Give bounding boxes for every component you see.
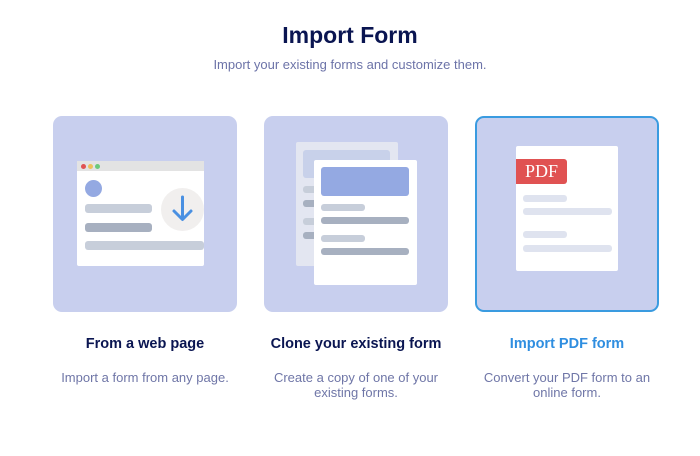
clone-form-option-title[interactable]: Clone your existing form	[270, 336, 442, 352]
browser-download-icon	[77, 161, 204, 266]
web-page-option-title[interactable]: From a web page	[85, 336, 205, 352]
pdf-form-option-title[interactable]: Import PDF form	[509, 336, 625, 352]
pdf-form-option-description: Convert your PDF form to an online form.	[483, 370, 651, 400]
clone-forms-icon	[264, 116, 448, 312]
page-subtitle: Import your existing forms and customize…	[213, 57, 487, 72]
pdf-form-option-card[interactable]: PDF	[475, 116, 659, 312]
pdf-badge: PDF	[516, 159, 567, 184]
web-page-option-card[interactable]	[53, 116, 237, 312]
web-page-option-description: Import a form from any page.	[61, 370, 229, 385]
pdf-document-icon: PDF	[516, 146, 618, 271]
clone-form-option-card[interactable]	[264, 116, 448, 312]
page-title: Import Form	[282, 22, 418, 48]
clone-form-option-description: Create a copy of one of your existing fo…	[273, 370, 439, 400]
